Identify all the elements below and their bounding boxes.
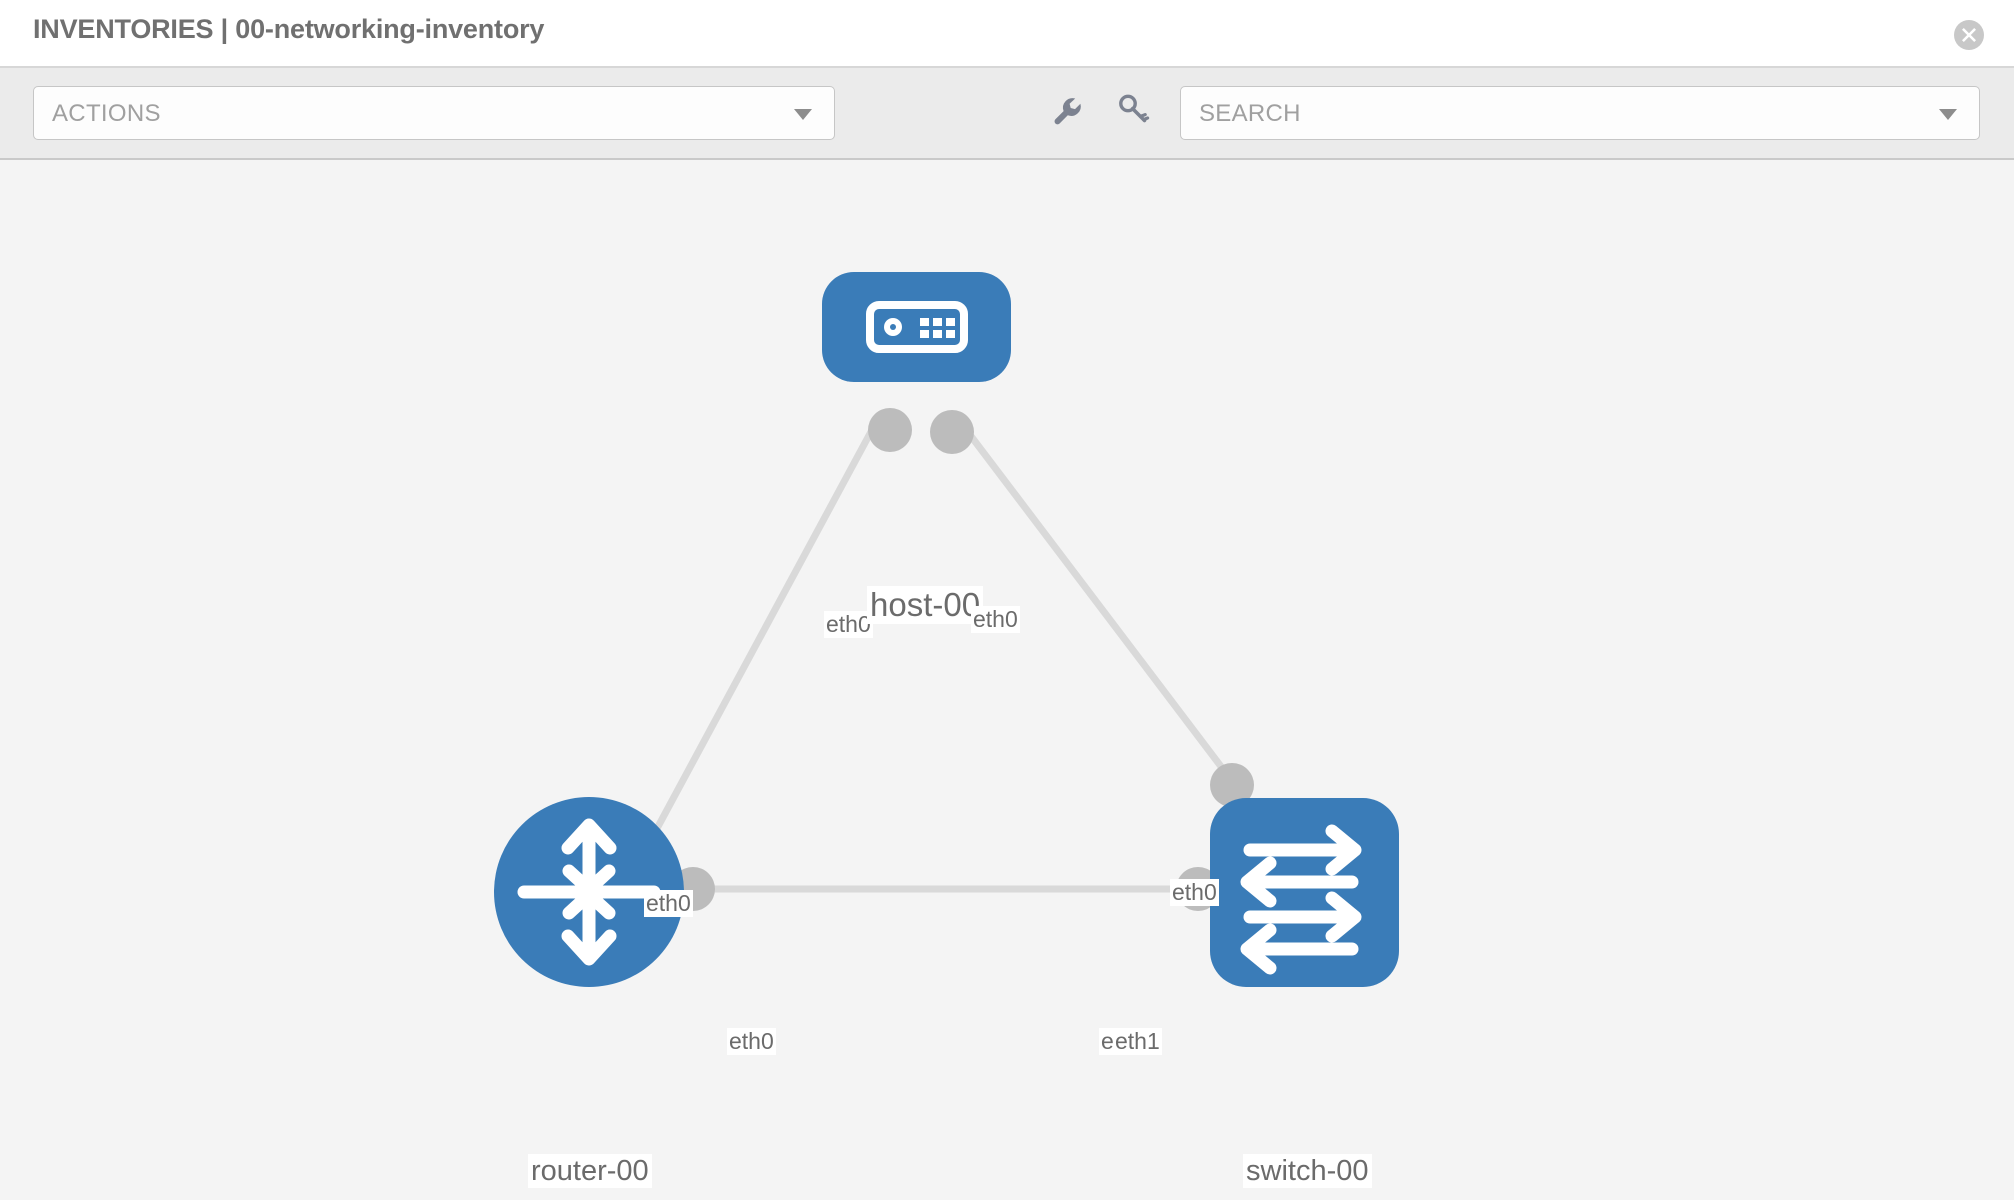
- actions-dropdown-label: ACTIONS: [52, 100, 161, 127]
- edge-label-router-right: eth0: [727, 1028, 776, 1055]
- switch-arrows-icon: [1240, 824, 1362, 975]
- edge-label-switch-upper: eth0: [1170, 879, 1219, 906]
- node-label-router-00: router-00: [528, 1154, 652, 1188]
- topology-canvas[interactable]: eth0 host-00 eth0 eth0 eth0 eth0 eth eth…: [0, 160, 2014, 1200]
- node-host-00[interactable]: [822, 272, 1011, 382]
- node-label-host-00: host-00: [867, 586, 984, 624]
- page-header: INVENTORIES | 00-networking-inventory: [0, 0, 2014, 68]
- node-switch-00[interactable]: [1210, 798, 1399, 987]
- edge-label-host-left: eth0: [824, 611, 873, 638]
- router-arrows-icon: [517, 818, 661, 966]
- page-title: INVENTORIES | 00-networking-inventory: [33, 14, 545, 44]
- edge-label-router-upper: eth0: [644, 890, 693, 917]
- actions-dropdown[interactable]: ACTIONS: [33, 86, 835, 140]
- edge-label-switch-left: eth1: [1113, 1028, 1162, 1055]
- node-router-00[interactable]: [494, 797, 684, 987]
- search-input[interactable]: SEARCH: [1180, 86, 1980, 140]
- chevron-down-icon: [794, 109, 812, 120]
- edge-host-router[interactable]: [636, 413, 884, 862]
- search-placeholder: SEARCH: [1199, 100, 1301, 127]
- key-icon[interactable]: [1113, 90, 1153, 130]
- server-icon: [866, 301, 968, 353]
- toolbar: ACTIONS SEARCH: [0, 68, 2014, 160]
- close-icon[interactable]: [1954, 20, 1984, 50]
- topology-graph: [494, 272, 1399, 987]
- node-label-switch-00: switch-00: [1243, 1154, 1372, 1188]
- connector-host-left[interactable]: [868, 408, 912, 452]
- connector-host-right[interactable]: [930, 410, 974, 454]
- connector-switch-top[interactable]: [1210, 763, 1254, 807]
- wrench-icon[interactable]: [1046, 90, 1086, 130]
- chevron-down-icon: [1939, 109, 1957, 120]
- edge-label-host-right: eth0: [971, 606, 1020, 633]
- edge-host-switch[interactable]: [952, 412, 1238, 788]
